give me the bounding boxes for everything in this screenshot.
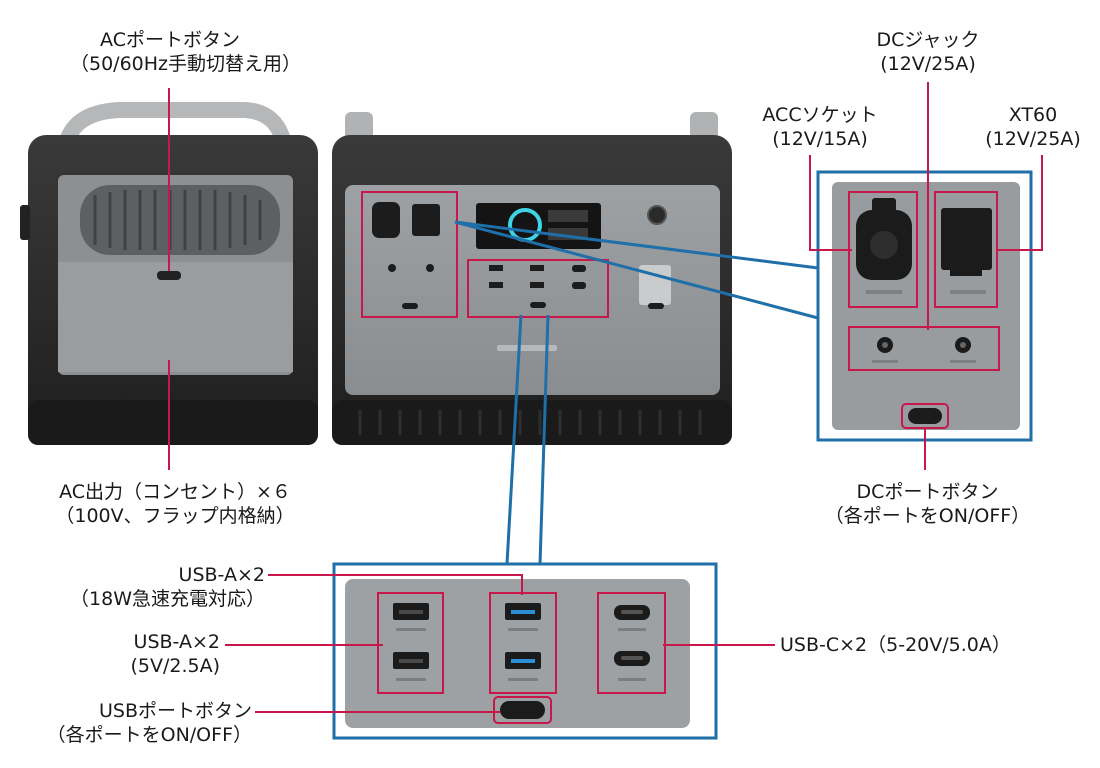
acc-socket-label: ACCソケット (12V/15A) — [745, 103, 895, 151]
dc-port-button-label-line2: （各ポートをON/OFF） — [824, 505, 1031, 527]
dc-port-button-label-line1: DCポートボタン — [856, 481, 999, 503]
usb-port-button-label: USBポートボタン （各ポートをON/OFF） — [30, 699, 252, 747]
dc-group-highlight — [361, 191, 458, 318]
power-button — [647, 205, 667, 225]
ac-port-button-label-line1: ACポートボタン — [100, 29, 240, 51]
xt60-label-line2: (12V/25A) — [985, 128, 1081, 150]
ac-output-label: AC出力（コンセント）×６ （100V、フラップ内格納） — [25, 480, 325, 528]
usb-a-icon — [393, 603, 429, 669]
xt60-connector-icon — [941, 208, 992, 276]
dc-jack-label: DCジャック (12V/25A) — [838, 28, 1018, 76]
wireless-pad — [639, 265, 671, 305]
ac-flap — [58, 262, 293, 372]
dc-port-button-label: DCポートボタン （各ポートをON/OFF） — [815, 480, 1040, 528]
usb-c-label-line1: USB-C×2（5-20V/5.0A） — [780, 634, 1011, 656]
dc-button-shape — [908, 408, 942, 424]
dc-jack-label-line2: (12V/25A) — [880, 53, 976, 75]
xt60-small — [412, 204, 440, 236]
usb-a-fast-label: USB-A×2 （18W急速充電対応） — [40, 563, 265, 611]
xt60-label: XT60 (12V/25A) — [978, 103, 1088, 151]
acc-socket-label-line2: (12V/15A) — [772, 128, 868, 150]
ac-port-button-label-line2: （50/60Hz手動切替え用） — [70, 53, 302, 75]
callout-lines — [168, 82, 1043, 713]
dc-jack-label-line1: DCジャック — [876, 29, 980, 51]
front-base — [332, 400, 732, 445]
usb-a-std-label-line2: (5V/2.5A) — [130, 655, 220, 677]
usb-a-std-label: USB-A×2 (5V/2.5A) — [40, 630, 220, 678]
front-panel — [345, 185, 720, 395]
usb-port-button-label-line2: （各ポートをON/OFF） — [46, 724, 252, 746]
usb-a-fast-label-line1: USB-A×2 — [178, 564, 265, 586]
usb-button-highlight — [493, 696, 552, 724]
usb-port-button-label-line1: USBポートボタン — [98, 700, 252, 722]
usb-zoom-panel — [332, 562, 718, 740]
front-view-unit — [332, 112, 732, 445]
usb-c-label: USB-C×2（5-20V/5.0A） — [780, 633, 1011, 657]
ac-output-label-line1: AC出力（コンセント）×６ — [59, 481, 291, 503]
dc-zoom-panel — [816, 170, 1033, 442]
usb-a-fast-label-line2: （18W急速充電対応） — [70, 588, 265, 610]
ac-output-label-line2: （100V、フラップ内格納） — [55, 505, 295, 527]
cigarette-socket-icon — [856, 198, 912, 280]
side-base — [28, 400, 318, 445]
dc-jack-highlight — [848, 326, 1000, 371]
brand-logo — [497, 345, 557, 351]
ac-port-button-label: ACポートボタン （50/60Hz手動切替え用） — [70, 28, 302, 76]
zoom-connectors — [454, 220, 819, 565]
usb-a-blue-icon — [505, 603, 541, 669]
usb-a-std-label-line1: USB-A×2 — [133, 631, 220, 653]
usb-c-icon — [614, 605, 650, 666]
usb-button-shape — [500, 701, 545, 719]
usb-group-highlight — [467, 259, 609, 318]
acc-socket-small — [372, 202, 400, 238]
usb-c-highlight — [597, 592, 666, 694]
side-view-unit — [20, 102, 318, 445]
usb-a-std-highlight — [377, 592, 444, 694]
xt60-label-line1: XT60 — [1008, 104, 1058, 126]
handle — [57, 102, 293, 152]
acc-socket-label-line1: ACCソケット — [762, 104, 878, 126]
ac-port-button-shape — [157, 271, 181, 280]
dc-jack-icon — [877, 337, 971, 353]
